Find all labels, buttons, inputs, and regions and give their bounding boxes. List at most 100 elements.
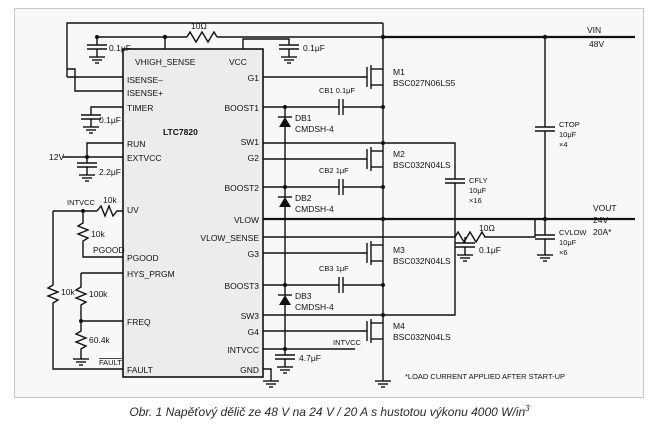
- c-top-right-value: 0.1μF: [303, 43, 325, 53]
- intvcc-bottom-network: [263, 347, 355, 388]
- mosfet-m2: [263, 141, 385, 171]
- cb1-label: CB1 0.1μF: [319, 86, 355, 95]
- pin-isense-plus: ISENSE+: [127, 88, 163, 98]
- cfly-name: CFLY: [469, 176, 488, 185]
- vlow-sense-network: [263, 219, 536, 262]
- r-top-value: 10Ω: [191, 21, 207, 31]
- c-top-left-value: 0.1μF: [109, 43, 131, 53]
- intvcc-left-label: INTVCC: [67, 198, 96, 207]
- ic-name: LTC7820: [163, 127, 198, 137]
- pin-uv: UV: [127, 205, 139, 215]
- pin-intvcc: INTVCC: [227, 345, 259, 355]
- pin-boost2: BOOST2: [225, 183, 260, 193]
- r-pgood-value: 10k: [91, 229, 105, 239]
- schematic-panel: LTC7820 VHIGH_SENSE VCC ISENSE– ISENSE+ …: [14, 8, 644, 398]
- pin-gnd: GND: [240, 365, 259, 375]
- cb2-label: CB2 1μF: [319, 166, 349, 175]
- cap-cvlow: [535, 219, 555, 262]
- pin-fault: FAULT: [127, 365, 153, 375]
- db1-name: DB1: [295, 113, 312, 123]
- figure-caption: Obr. 1 Napěťový dělič ze 48 V na 24 V / …: [0, 404, 659, 419]
- vin-label: VIN: [587, 25, 601, 35]
- ctop-name: CTOP: [559, 120, 580, 129]
- vout-label: VOUT: [593, 203, 617, 213]
- cvlow-name: CVLOW: [559, 228, 587, 237]
- db2-name: DB2: [295, 193, 312, 203]
- db3-name: DB3: [295, 291, 312, 301]
- c-timer-value: 0.1μF: [99, 115, 121, 125]
- cfly-value: 10μF: [469, 186, 487, 195]
- c-intvcc-value: 4.7μF: [299, 353, 321, 363]
- cap-cfly: [383, 142, 465, 316]
- mosfet-m3: [263, 241, 383, 265]
- vout-current: 20A*: [593, 227, 612, 237]
- pin-freq: FREQ: [127, 317, 151, 327]
- cvlow-count: ×6: [559, 248, 568, 257]
- pin-sw1: SW1: [241, 137, 260, 147]
- pgood-label: PGOOD: [93, 245, 125, 255]
- cap-cb2: [263, 179, 385, 195]
- uv-pgood-network: [52, 204, 123, 279]
- diode-db2: [278, 175, 292, 273]
- mosfet-m1: [263, 65, 383, 89]
- cap-top-right: [242, 38, 299, 64]
- diode-db1: [278, 105, 292, 175]
- cap-timer: [81, 106, 123, 134]
- vlow-rail: [263, 216, 635, 222]
- r-left-value: 10k: [61, 287, 75, 297]
- rail-12v: 12V: [49, 152, 64, 162]
- cap-top-left: [87, 35, 165, 64]
- intvcc-bottom-label: INTVCC: [333, 338, 362, 347]
- caption-superscript: 3: [525, 404, 530, 413]
- diode-db3: [278, 273, 292, 349]
- pin-extvcc: EXTVCC: [127, 153, 161, 163]
- m3-name: M3: [393, 245, 405, 255]
- vin-rail: [66, 22, 635, 78]
- pin-run: RUN: [127, 139, 145, 149]
- ctop-value: 10μF: [559, 130, 577, 139]
- cap-ctop: [535, 37, 555, 219]
- r-vlow-sense-value: 10Ω: [479, 223, 495, 233]
- m2-name: M2: [393, 149, 405, 159]
- pin-timer: TIMER: [127, 103, 153, 113]
- pin-vlow: VLOW: [234, 215, 259, 225]
- freq-network: [46, 272, 123, 370]
- m3-part: BSC032N04LS: [393, 256, 451, 266]
- pin-vhigh-sense: VHIGH_SENSE: [135, 57, 196, 67]
- pin-g2: G2: [248, 153, 260, 163]
- caption-text: Obr. 1 Napěťový dělič ze 48 V na 24 V / …: [129, 405, 526, 419]
- pin-vcc: VCC: [229, 57, 247, 67]
- pin-vlow-sense: VLOW_SENSE: [200, 233, 259, 243]
- cap-cb1: [263, 99, 385, 115]
- db3-part: CMDSH-4: [295, 302, 334, 312]
- cap-cb3: [263, 277, 385, 293]
- cb3-label: CB3 1μF: [319, 264, 349, 273]
- c-extvcc-value: 2.2μF: [99, 167, 121, 177]
- cvlow-value: 10μF: [559, 238, 577, 247]
- r-freq-bot-value: 60.4k: [89, 335, 111, 345]
- pin-g1: G1: [248, 73, 260, 83]
- pin-g3: G3: [248, 249, 260, 259]
- db1-part: CMDSH-4: [295, 124, 334, 134]
- r-uv-value: 10k: [103, 195, 117, 205]
- m4-part: BSC032N04LS: [393, 332, 451, 342]
- pin-boost1: BOOST1: [225, 103, 260, 113]
- load-footnote: *LOAD CURRENT APPLIED AFTER START-UP: [405, 372, 565, 381]
- isense-wire: [67, 68, 123, 92]
- m1-name: M1: [393, 67, 405, 77]
- circuit-schematic: LTC7820 VHIGH_SENSE VCC ISENSE– ISENSE+ …: [46, 21, 635, 388]
- db2-part: CMDSH-4: [295, 204, 334, 214]
- pin-hys-prgm: HYS_PRGM: [127, 269, 175, 279]
- resistor-top: [186, 30, 218, 44]
- extvcc-network: [63, 142, 123, 182]
- ctop-count: ×4: [559, 140, 568, 149]
- ic-body: [122, 48, 264, 378]
- vout-value: 24V: [593, 215, 608, 225]
- vin-value: 48V: [589, 39, 604, 49]
- mosfet-m4: [263, 313, 391, 388]
- pin-isense-minus: ISENSE–: [127, 75, 163, 85]
- pin-g4: G4: [248, 327, 260, 337]
- cfly-count: ×16: [469, 196, 482, 205]
- m4-name: M4: [393, 321, 405, 331]
- pin-pgood: PGOOD: [127, 253, 159, 263]
